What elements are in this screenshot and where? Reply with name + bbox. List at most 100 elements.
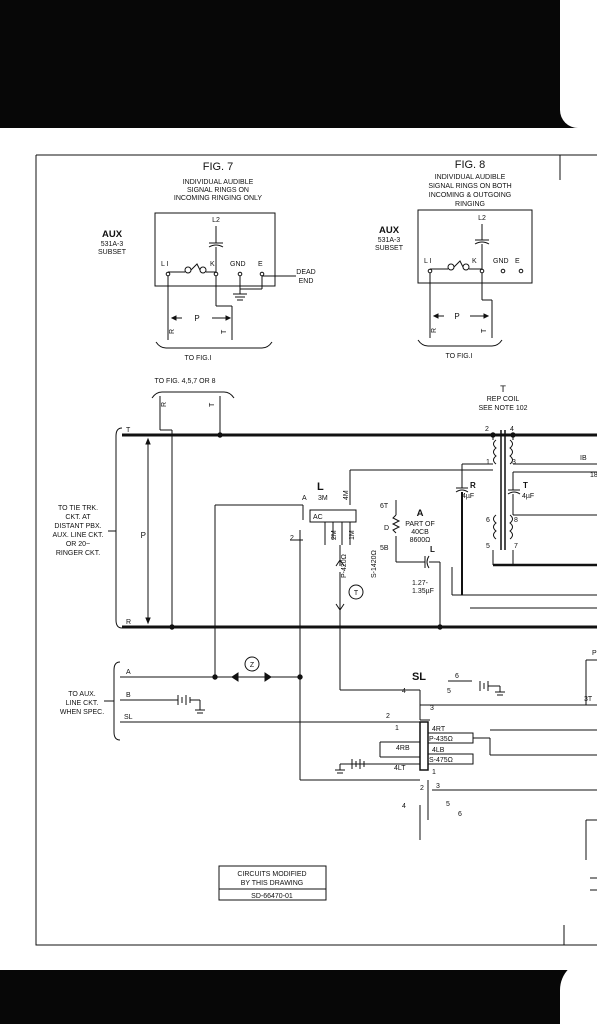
- lead-b: B: [126, 692, 131, 699]
- fig7-dead-end-2: END: [299, 278, 314, 285]
- page-corner-bottom: [560, 960, 597, 1024]
- scan-border-top: [0, 0, 597, 128]
- fig7-title: FIG. 7: [203, 161, 234, 173]
- coil-num-6: 6: [486, 517, 490, 524]
- sl-5-bot: 5: [446, 801, 450, 808]
- lead-t: T: [126, 427, 131, 434]
- modification-stamp: CIRCUITS MODIFIED BY THIS DRAWING SD-664…: [218, 865, 327, 901]
- sl-4-top: 4: [402, 688, 406, 695]
- cap-r-value: 4µF: [462, 493, 474, 500]
- sl-6-top: 6: [455, 673, 459, 680]
- fig8-subset-box: [417, 209, 533, 284]
- top-t-lead: T: [209, 402, 216, 407]
- fig7-to-fig: TO FIG.I: [184, 355, 211, 362]
- sl-6-bot: 6: [458, 811, 462, 818]
- relay-l-a: A: [302, 495, 307, 502]
- page-corner-top: [560, 0, 597, 128]
- fig7-desc-3: INCOMING RINGING ONLY: [174, 195, 262, 202]
- aux-line-1: TO AUX.: [68, 691, 96, 698]
- tie-trunk-4: AUX. LINE CKT.: [53, 532, 104, 539]
- fig8: FIG. 8 INDIVIDUAL AUDIBLE SIGNAL RINGS O…: [375, 159, 533, 360]
- relay-l-p: P-420Ω: [341, 554, 348, 578]
- relay-l-ac: AC: [313, 514, 323, 521]
- coil-num-3: 3: [512, 459, 516, 466]
- sl-2-top: 2: [386, 713, 390, 720]
- res-a: A: [417, 508, 424, 519]
- lead-sl: SL: [124, 714, 133, 721]
- cap-l-value-1: 1.27-: [412, 580, 429, 587]
- main-circuit: TO FIG. 4,5,7 OR 8 R T T R P TO TIE TRK.: [53, 378, 597, 891]
- fig8-desc-3: INCOMING & OUTGOING: [429, 192, 511, 199]
- fig7-p-lead: P: [194, 314, 199, 323]
- tie-trunk-2: CKT. AT: [65, 514, 91, 521]
- sl-5-top: 5: [447, 688, 451, 695]
- fig7-term-e: E: [258, 261, 263, 268]
- coil-num-2: 2: [485, 426, 489, 433]
- fig7-term-gnd: GND: [230, 261, 246, 268]
- circle-t: T: [354, 590, 359, 597]
- sl-3-bot: 3: [436, 783, 440, 790]
- coil-num-7: 7: [514, 543, 518, 550]
- lead-a: A: [126, 669, 131, 676]
- tie-trunk-3: DISTANT PBX.: [54, 523, 101, 530]
- edge-p: P: [592, 650, 597, 657]
- fig8-subset-2: SUBSET: [375, 245, 404, 252]
- fig8-term-l1: L I: [424, 258, 432, 265]
- fig8-p-lead: P: [454, 312, 459, 321]
- relay-l-4m: 4M: [343, 490, 350, 500]
- stamp-line-2: BY THIS DRAWING: [241, 880, 304, 887]
- top-r-lead: R: [161, 402, 168, 407]
- fig7-desc-1: INDIVIDUAL AUDIBLE: [183, 179, 254, 186]
- sl-4rt: 4RT: [432, 726, 446, 733]
- relay-sl: SL: [412, 671, 426, 683]
- fig7-r-lead: R: [169, 329, 176, 334]
- tie-trunk-6: RINGER CKT.: [56, 550, 100, 557]
- cap-t: T: [523, 481, 528, 490]
- scan-border-bottom: [0, 970, 597, 1024]
- aux-line-2: LINE CKT.: [66, 700, 99, 707]
- lead-r: R: [126, 619, 131, 626]
- to-fig-top-label: TO FIG. 4,5,7 OR 8: [155, 378, 216, 385]
- relay-l-s: S-1420Ω: [371, 550, 378, 578]
- sl-4lb: 4LB: [432, 747, 445, 754]
- fig8-term-e: E: [515, 258, 520, 265]
- edge-3t: 3T: [584, 696, 593, 703]
- fig7-subset-1: 531A-3: [101, 241, 124, 248]
- stamp-line-1: CIRCUITS MODIFIED: [237, 871, 306, 878]
- fig8-term-l2: L2: [478, 215, 486, 222]
- sl-4-bot: 4: [402, 803, 406, 810]
- relay-l-1m: 1M: [349, 530, 356, 540]
- fig7-dead-end-1: DEAD: [296, 269, 315, 276]
- fig8-title: FIG. 8: [455, 159, 486, 171]
- coil-num-5: 5: [486, 543, 490, 550]
- drawing-frame: [35, 154, 597, 946]
- fig7-desc-2: SIGNAL RINGS ON: [187, 187, 249, 194]
- fig7: FIG. 7 INDIVIDUAL AUDIBLE SIGNAL RINGS O…: [98, 161, 316, 362]
- cap-l: L: [430, 545, 435, 554]
- sl-s: S-475Ω: [429, 757, 453, 764]
- fig8-term-k: K: [472, 258, 477, 265]
- cap-l-value-2: 1.35µF: [412, 588, 434, 595]
- rep-coil-note: SEE NOTE 102: [478, 405, 527, 412]
- coil-num-8: 8: [514, 517, 518, 524]
- res-a-6t: 6T: [380, 503, 389, 510]
- res-a-value: 8600Ω: [410, 537, 431, 544]
- sl-1-top: 1: [395, 725, 399, 732]
- res-a-d: D: [384, 525, 389, 532]
- sl-2-bot: 2: [420, 785, 424, 792]
- sl-4rb: 4RB: [396, 745, 410, 752]
- res-a-part: PART OF: [405, 521, 435, 528]
- sl-4lt: 4LT: [394, 765, 406, 772]
- coil-18: 18: [590, 472, 597, 479]
- fig8-desc-2: SIGNAL RINGS ON BOTH: [428, 183, 511, 190]
- res-a-5b: 5B: [380, 545, 389, 552]
- coil-num-1: 1: [486, 459, 490, 466]
- relay-l-2m: 2M: [331, 530, 338, 540]
- circle-z: Z: [250, 662, 255, 669]
- fig8-subset-1: 531A-3: [378, 237, 401, 244]
- fig8-to-fig: TO FIG.I: [445, 353, 472, 360]
- aux-line-3: WHEN SPEC.: [60, 709, 104, 716]
- coil-1b: IB: [580, 455, 587, 462]
